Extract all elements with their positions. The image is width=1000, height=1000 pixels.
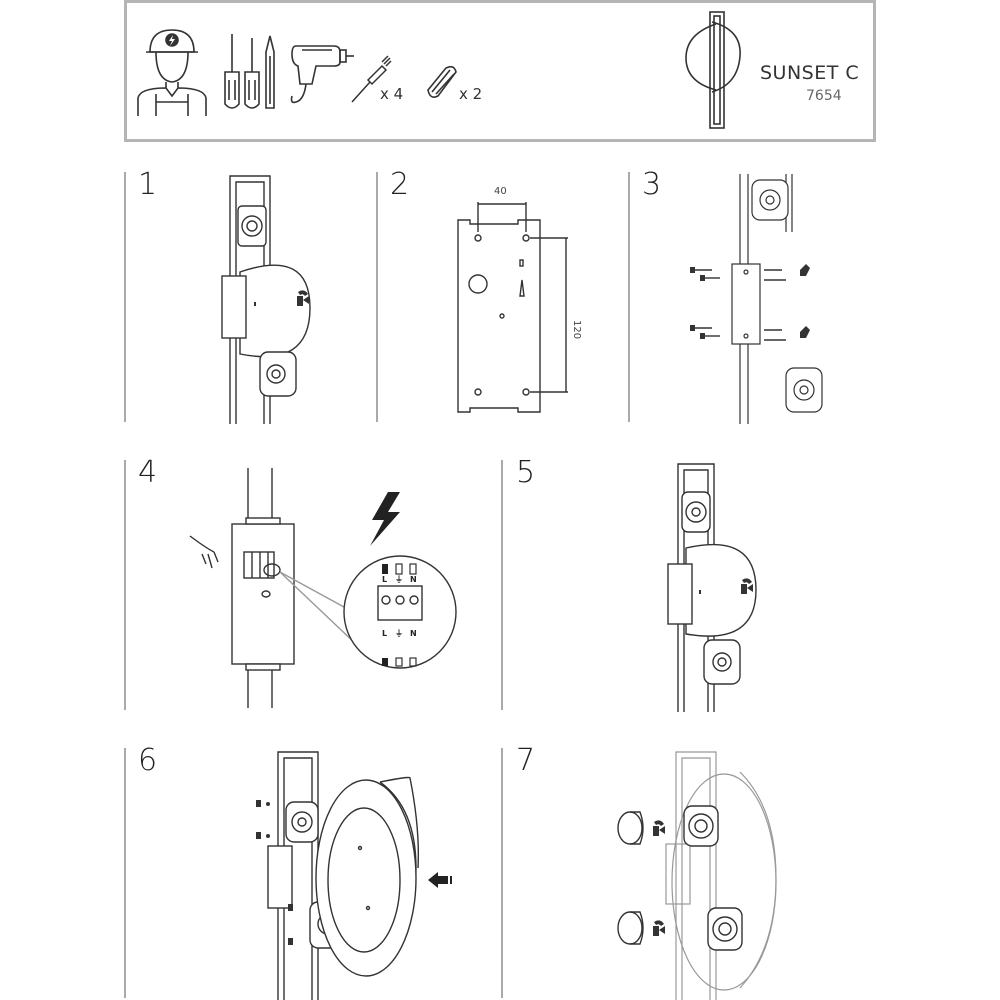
- step-3-number: 3: [642, 167, 662, 202]
- step-1-rotate-arrow: [297, 290, 309, 306]
- terminal-top-earth: ⏚: [395, 575, 403, 584]
- cap-quantity: x 2: [459, 85, 483, 103]
- terminal-bottom-l: L: [382, 629, 387, 638]
- step-6-divider: [124, 748, 126, 998]
- product-code: 7654: [806, 88, 842, 104]
- step-2-divider: [376, 172, 378, 422]
- step-1-number: 1: [138, 167, 158, 202]
- step-7-number: 7: [516, 743, 536, 778]
- screw-cap-icon: [427, 65, 457, 98]
- step-7-divider: [501, 748, 503, 998]
- electricity-warning-icon: [370, 492, 400, 546]
- step-7-rotate-arrows: [653, 820, 665, 936]
- dowel-quantity: x 4: [380, 85, 404, 103]
- step-1-divider: [124, 172, 126, 422]
- step-5-number: 5: [516, 455, 536, 490]
- drill-icon: [290, 45, 354, 104]
- step-1-illustration: [221, 175, 311, 424]
- lamp-thumbnail-icon: [685, 11, 741, 129]
- terminal-bottom-earth: ⏚: [395, 629, 403, 638]
- step-6-illustration: [256, 751, 452, 1000]
- step-6-number: 6: [138, 743, 158, 778]
- step-2-height-label: 120: [571, 320, 582, 339]
- step-3-illustration: [690, 174, 823, 424]
- step-4-divider: [124, 460, 126, 710]
- tools-header: [124, 0, 876, 142]
- step-5-divider: [501, 460, 503, 710]
- step-2-number: 2: [390, 167, 410, 202]
- electrician-icon: [137, 29, 207, 116]
- terminal-top-n: N: [410, 575, 417, 584]
- step-2-width-label: 40: [494, 186, 507, 197]
- product-name: SUNSET C: [760, 62, 860, 84]
- step-2-illustration: 40 120: [457, 186, 582, 413]
- step-7-illustration: [617, 751, 777, 1000]
- push-arrow-icon: [428, 872, 452, 888]
- step-4-illustration: L ⏚ N L ⏚ N: [189, 468, 457, 708]
- step-3-divider: [628, 172, 630, 422]
- dowel-screw-icon: [351, 55, 392, 103]
- step-5-illustration: [667, 463, 757, 712]
- step-5-rotate-arrow: [741, 578, 753, 594]
- terminal-top-l: L: [382, 575, 387, 584]
- screwdrivers-icon: [224, 34, 275, 109]
- terminal-bottom-n: N: [410, 629, 417, 638]
- step-4-number: 4: [138, 455, 158, 490]
